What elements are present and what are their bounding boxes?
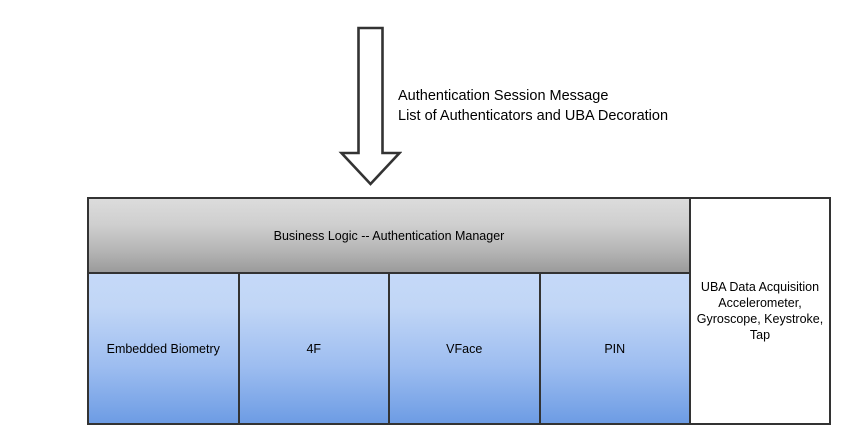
authenticator-pin[interactable]: PIN	[540, 274, 691, 425]
annotation-line-1: Authentication Session Message	[398, 88, 609, 104]
authenticator-row: Embedded Biometry 4F VFace PIN	[87, 274, 691, 425]
business-logic-label: Business Logic -- Authentication Manager	[273, 228, 505, 243]
arrow-annotation: Authentication Session Message List of A…	[398, 86, 668, 126]
authenticator-4f[interactable]: 4F	[239, 274, 390, 425]
authenticator-label: 4F	[306, 341, 322, 356]
authenticator-vface[interactable]: VFace	[390, 274, 541, 425]
authenticator-label: VFace	[446, 341, 483, 356]
architecture-block: Business Logic -- Authentication Manager…	[87, 197, 831, 425]
uba-line-3: Gyroscope, Keystroke,	[696, 312, 824, 326]
uba-line-4: Tap	[749, 328, 771, 342]
down-arrow-icon	[338, 26, 402, 188]
authenticator-embedded-biometry[interactable]: Embedded Biometry	[87, 274, 240, 425]
business-logic-stack: Business Logic -- Authentication Manager…	[87, 197, 691, 425]
business-logic-band: Business Logic -- Authentication Manager	[87, 197, 691, 274]
uba-line-1: UBA Data Acquisition	[700, 280, 820, 294]
uba-line-2: Accelerometer,	[718, 296, 802, 310]
authenticator-label: Embedded Biometry	[106, 341, 220, 356]
authenticator-label: PIN	[604, 341, 626, 356]
uba-panel-text: UBA Data Acquisition Accelerometer, Gyro…	[697, 279, 823, 343]
annotation-line-2: List of Authenticators and UBA Decoratio…	[398, 108, 669, 124]
uba-data-acquisition-panel[interactable]: UBA Data Acquisition Accelerometer, Gyro…	[691, 197, 831, 425]
